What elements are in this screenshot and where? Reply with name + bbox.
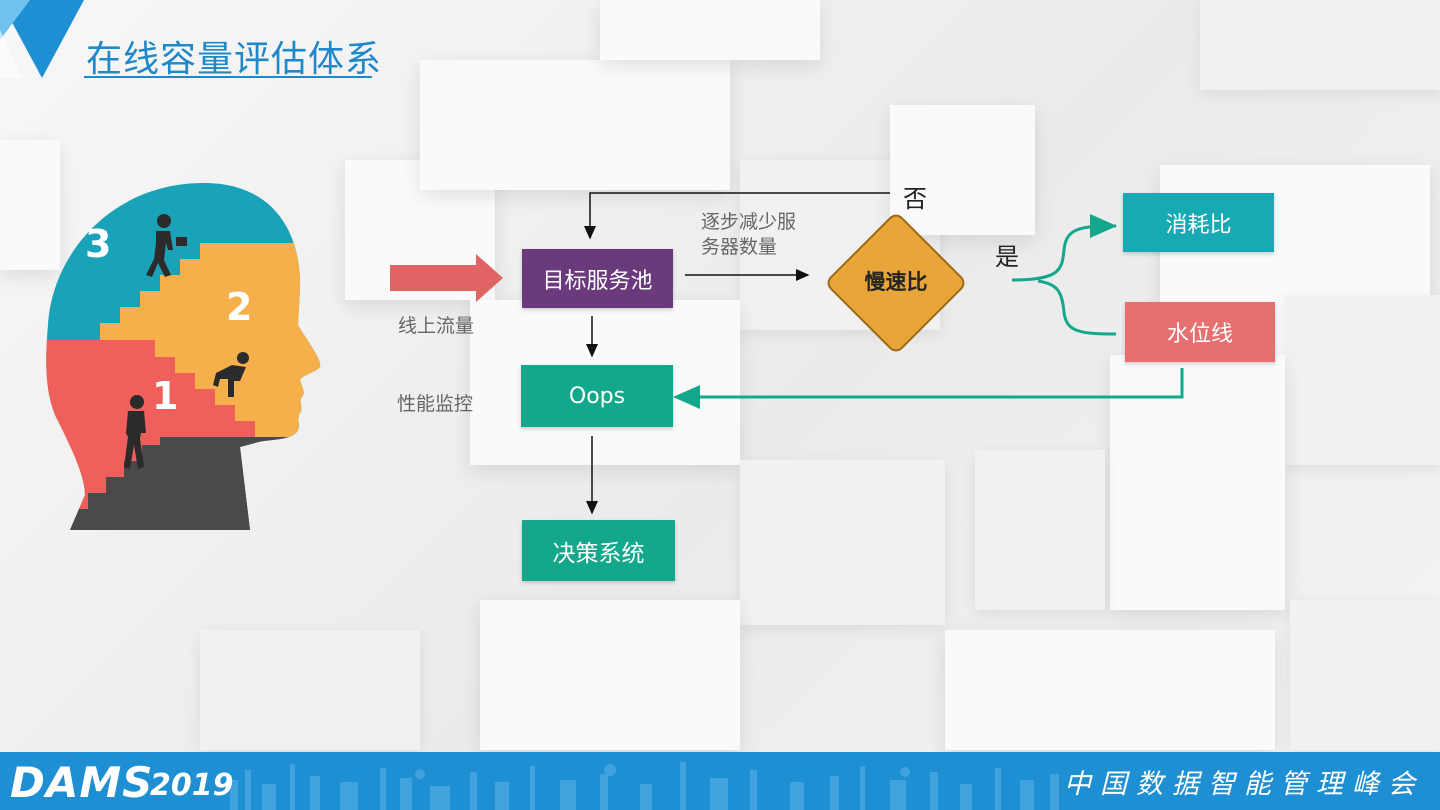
sitting-person-icon: [213, 352, 249, 397]
input-traffic-label: 线上流量: [398, 315, 475, 337]
background: [0, 0, 1440, 752]
step-number-1: 1: [152, 374, 178, 418]
reduce-servers-label: 逐步减少服 务器数量: [701, 210, 796, 260]
no-loop-arrow: [584, 192, 890, 240]
brand-logo: DAMS: [10, 758, 154, 807]
climbing-person-icon: [124, 395, 146, 469]
flow-connectors: [390, 192, 1184, 515]
decision-system-box: 决策系统: [522, 520, 675, 581]
logo-triangle-icon: [0, 0, 84, 78]
performance-monitor-label: 性能监控: [397, 393, 474, 415]
consumption-ratio-box: 消耗比: [1123, 193, 1274, 252]
footer-banner: DAMS 2019 中国数据智能管理峰会: [0, 752, 1440, 810]
head-steps-illustration: 3 2 1: [46, 182, 321, 531]
slow-ratio-label: 慢速比: [864, 270, 928, 294]
no-label: 否: [903, 185, 927, 213]
reduce-servers-line-1: 逐步减少服: [701, 211, 797, 233]
walking-person-icon: [146, 214, 187, 277]
oops-box: Oops: [521, 365, 673, 427]
water-level-to-oops-arrow: [673, 368, 1184, 409]
slow-ratio-diamond: [827, 214, 965, 352]
yes-label: 是: [995, 243, 1019, 271]
step-number-2: 2: [226, 285, 252, 329]
step-number-3: 3: [85, 222, 111, 266]
input-traffic-arrow-icon: [390, 254, 503, 302]
reduce-servers-line-2: 务器数量: [701, 236, 778, 258]
brand-year: 2019: [150, 768, 234, 803]
summit-name: 中国数据智能管理峰会: [1064, 769, 1424, 800]
title-underline: [84, 76, 372, 78]
water-level-box: 水位线: [1125, 302, 1275, 362]
yes-brace: [1011, 224, 1117, 336]
target-pool-box: 目标服务池: [522, 249, 673, 308]
page-title: 在线容量评估体系: [86, 39, 383, 80]
city-skyline-icon: [230, 762, 1059, 810]
